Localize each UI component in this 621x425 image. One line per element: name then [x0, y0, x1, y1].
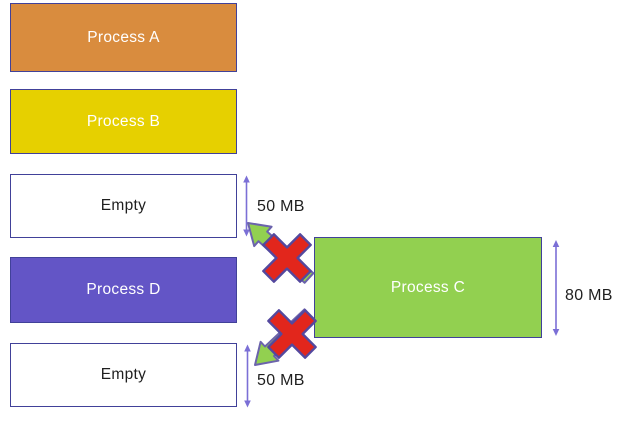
dimension-arrow-empty-2-icon	[244, 344, 251, 408]
process-d-label: Process D	[86, 281, 161, 298]
size-label-empty-1: 50 MB	[257, 198, 305, 215]
dimension-arrow-process-c-icon	[552, 240, 560, 336]
size-label-empty-2: 50 MB	[257, 372, 305, 389]
process-a-label: Process A	[87, 28, 160, 46]
process-b-block: Process B	[10, 89, 237, 154]
process-c-label: Process C	[390, 278, 466, 296]
empty-slot-2-block: Empty	[10, 343, 237, 407]
move-arrow-down-left-icon	[254, 308, 315, 366]
process-b-label: Process B	[86, 112, 161, 130]
process-d-block: Process D	[10, 257, 237, 323]
dimension-arrow-empty-1-icon	[243, 175, 250, 237]
process-a-block: Process A	[10, 3, 237, 72]
move-arrow-up-left-icon	[247, 222, 315, 284]
size-label-process-c: 80 MB	[565, 287, 613, 304]
cross-mark-upper-icon	[262, 233, 312, 283]
empty-slot-1-label: Empty	[100, 197, 147, 214]
process-c-block: Process C	[314, 237, 542, 338]
empty-slot-1-block: Empty	[10, 174, 237, 238]
empty-slot-2-label: Empty	[100, 366, 147, 383]
